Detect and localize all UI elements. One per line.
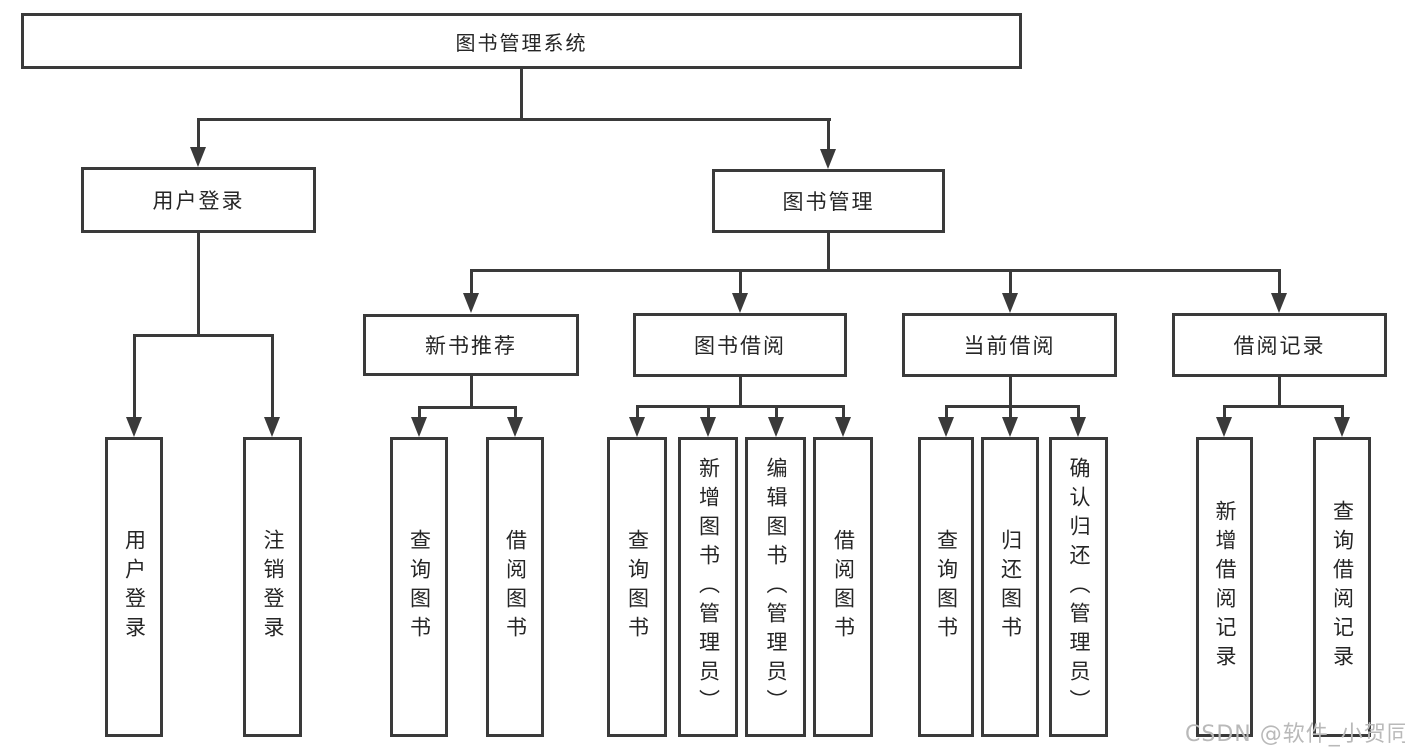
connector-line	[1223, 405, 1226, 419]
node-current-borrowing: 当前借阅	[902, 313, 1117, 377]
arrow-down-icon	[700, 417, 716, 437]
connector-line	[514, 406, 517, 419]
connector-line	[470, 269, 1281, 272]
arrow-down-icon	[1002, 293, 1018, 313]
connector-line	[470, 269, 473, 295]
node-new-book-recommend: 新书推荐	[363, 314, 579, 376]
node-add-books-admin: 新增图书（管理员）	[678, 437, 738, 737]
arrow-down-icon	[629, 417, 645, 437]
node-confirm-return-admin: 确认归还（管理员）	[1049, 437, 1108, 737]
arrow-down-icon	[411, 417, 427, 437]
arrow-down-icon	[1070, 417, 1086, 437]
arrow-down-icon	[1271, 293, 1287, 313]
connector-line	[197, 118, 200, 149]
node-library-management-system: 图书管理系统	[21, 13, 1022, 69]
node-edit-books-admin: 编辑图书（管理员）	[745, 437, 806, 737]
connector-line	[1278, 269, 1281, 295]
connector-line	[418, 406, 421, 419]
node-add-borrow-record: 新增借阅记录	[1196, 437, 1253, 737]
arrow-down-icon	[1334, 417, 1350, 437]
connector-line	[470, 376, 473, 409]
node-query-books-borrowing: 查询图书	[607, 437, 667, 737]
csdn-watermark: CSDN @软件_小贺同学	[1185, 722, 1405, 747]
arrow-down-icon	[732, 293, 748, 313]
node-borrow-books-newbooks: 借阅图书	[486, 437, 544, 737]
node-query-books-current: 查询图书	[918, 437, 974, 737]
connector-line	[842, 405, 845, 419]
connector-line	[1009, 269, 1012, 295]
node-logout: 注销登录	[243, 437, 302, 737]
connector-line	[739, 269, 742, 295]
arrow-down-icon	[1216, 417, 1232, 437]
connector-line	[707, 405, 710, 419]
node-book-management: 图书管理	[712, 169, 945, 233]
connector-line	[636, 405, 845, 408]
arrow-down-icon	[768, 417, 784, 437]
node-book-borrowing: 图书借阅	[633, 313, 847, 377]
connector-line	[1223, 405, 1344, 408]
connector-line	[636, 405, 639, 419]
connector-line	[1009, 405, 1012, 419]
arrow-down-icon	[507, 417, 523, 437]
node-return-books: 归还图书	[981, 437, 1039, 737]
arrow-down-icon	[190, 147, 206, 167]
connector-line	[775, 405, 778, 419]
connector-line	[1009, 377, 1012, 408]
node-query-books-newbooks: 查询图书	[390, 437, 448, 737]
connector-line	[827, 233, 830, 272]
connector-line	[271, 334, 274, 419]
arrow-down-icon	[1002, 417, 1018, 437]
connector-line	[133, 334, 136, 419]
connector-line	[739, 377, 742, 408]
arrow-down-icon	[463, 293, 479, 313]
connector-line	[945, 405, 1080, 408]
connector-line	[1278, 377, 1281, 408]
arrow-down-icon	[820, 149, 836, 169]
node-borrowing-records: 借阅记录	[1172, 313, 1387, 377]
connector-line	[197, 118, 831, 121]
connector-line	[945, 405, 948, 419]
connector-line	[418, 406, 517, 409]
node-query-borrow-record: 查询借阅记录	[1313, 437, 1371, 737]
connector-line	[197, 233, 200, 337]
node-user-login: 用户登录	[81, 167, 316, 233]
node-user-login-leaf: 用户登录	[105, 437, 163, 737]
connector-line	[1341, 405, 1344, 419]
arrow-down-icon	[835, 417, 851, 437]
arrow-down-icon	[938, 417, 954, 437]
arrow-down-icon	[264, 417, 280, 437]
node-borrow-books-borrowing: 借阅图书	[813, 437, 873, 737]
arrow-down-icon	[126, 417, 142, 437]
connector-line	[133, 334, 273, 337]
connector-line	[520, 69, 523, 118]
connector-line	[827, 118, 830, 151]
connector-line	[1077, 405, 1080, 419]
